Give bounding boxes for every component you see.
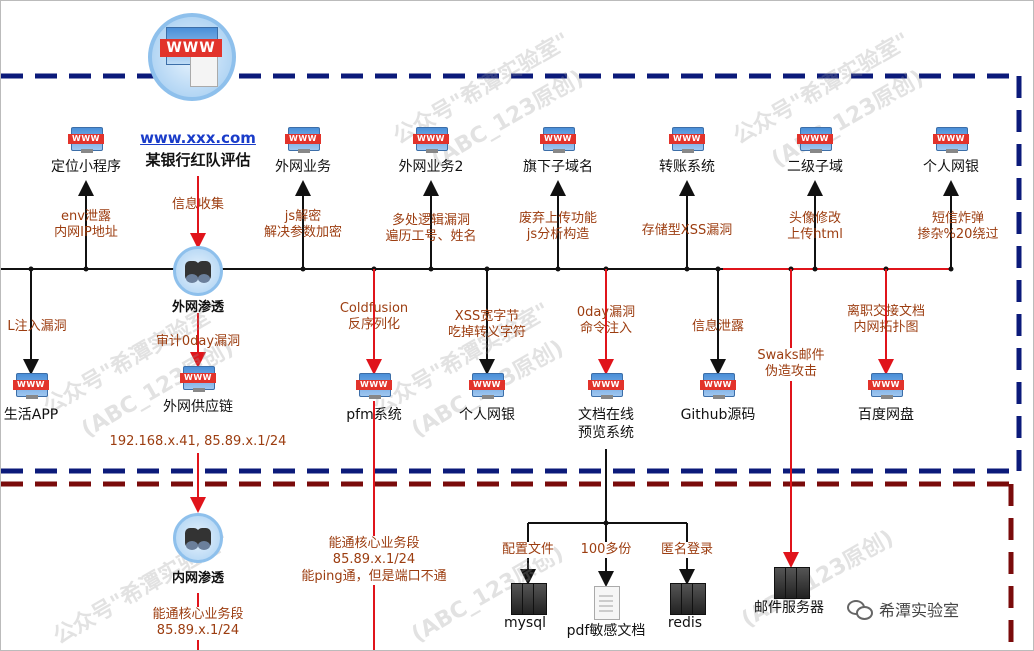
node-external-service-2: 外网业务2	[398, 159, 464, 175]
www-icon: WWW	[13, 373, 49, 399]
node-redis: redis	[667, 615, 703, 631]
node-mail-server: 邮件服务器	[754, 600, 824, 616]
edge-label-info-leak: 信息泄露	[691, 319, 745, 334]
www-icon: WWW	[469, 373, 505, 399]
node-pdf-docs: pdf敏感文档	[566, 623, 646, 639]
www-icon: WWW	[285, 127, 321, 153]
document-icon	[594, 586, 620, 620]
edge-label-0day-rce: 0day漏洞命令注入	[576, 305, 636, 337]
edge-label-env-leak: env泄露内网IP地址	[54, 209, 118, 241]
www-icon: WWW	[413, 127, 449, 153]
diagram-title: 某银行红队评估	[145, 151, 251, 169]
binoculars-icon	[173, 246, 223, 296]
edge-label-supply-chain-ips: 192.168.x.41, 85.89.x.1/24	[109, 434, 287, 449]
edge-label-xss-wide-byte: XSS宽字节吃掉转义字符	[447, 309, 527, 341]
edge-label-sms-bomb: 短信炸弹掺杂%20绕过	[917, 211, 999, 243]
node-personal-banking-2: 个人网银	[459, 407, 515, 423]
edge-label-config-file: 配置文件	[501, 542, 555, 559]
edge-label-100-docs: 100多份	[580, 542, 632, 559]
binoculars-icon	[173, 513, 223, 563]
target-url[interactable]: www.xxx.com	[140, 129, 256, 147]
edge-label-js-decrypt: js解密解决参数加密	[263, 209, 343, 241]
www-icon: WWW	[868, 373, 904, 399]
edge-label-anon-login: 匿名登录	[660, 542, 714, 559]
server-icon	[511, 583, 547, 615]
node-second-level-subdomain: 二级子域	[787, 159, 843, 175]
www-icon: WWW	[588, 373, 624, 399]
edge-label-logic-flaws: 多处逻辑漏洞遍历工号、姓名	[385, 213, 477, 245]
www-icon: WWW	[540, 127, 576, 153]
node-life-app: 生活APP	[3, 407, 59, 423]
node-mini-program: 定位小程序	[51, 159, 121, 175]
edge-label-info-gathering: 信息收集	[171, 197, 225, 212]
edge-label-sql-injection: L注入漏洞	[7, 319, 67, 334]
edge-label-swaks: Swaks邮件伪造攻击	[757, 348, 825, 381]
mail-server-icon	[774, 567, 810, 599]
node-supply-chain: 外网供应链	[163, 399, 233, 415]
edge-label-avatar-upload: 头像修改上传html	[787, 211, 843, 243]
www-icon: WWW	[356, 373, 392, 399]
node-subsidiary-domain: 旗下子域名	[523, 159, 593, 175]
server-icon	[670, 583, 706, 615]
wechat-badge: 希潭实验室	[847, 597, 959, 621]
www-icon: WWW	[933, 127, 969, 153]
www-icon: WWW	[700, 373, 736, 399]
hub-internal-pentest: 内网渗透	[171, 571, 225, 586]
node-baidu-netdisk: 百度网盘	[858, 407, 914, 423]
node-pfm-system: pfm系统	[346, 407, 402, 423]
edge-label-handover-doc: 离职交接文档内网拓扑图	[846, 304, 926, 336]
www-icon: WWW	[797, 127, 833, 153]
wechat-icon	[847, 598, 873, 620]
wechat-account-name: 希潭实验室	[879, 601, 960, 620]
node-personal-banking: 个人网银	[923, 159, 979, 175]
node-doc-preview: 文档在线预览系统	[578, 407, 634, 441]
hub-external-pentest: 外网渗透	[171, 300, 225, 315]
node-transfer-system: 转账系统	[659, 159, 715, 175]
node-github-source: Github源码	[680, 407, 756, 423]
node-mysql: mysql	[504, 615, 546, 631]
www-globe-icon: WWW	[148, 13, 236, 101]
www-icon: WWW	[180, 366, 216, 392]
node-external-service: 外网业务	[275, 159, 331, 175]
www-icon: WWW	[669, 127, 705, 153]
edge-label-stored-xss: 存储型XSS漏洞	[641, 223, 733, 238]
edge-label-audit-0day: 审计0day漏洞	[155, 334, 241, 349]
www-icon: WWW	[68, 127, 104, 153]
